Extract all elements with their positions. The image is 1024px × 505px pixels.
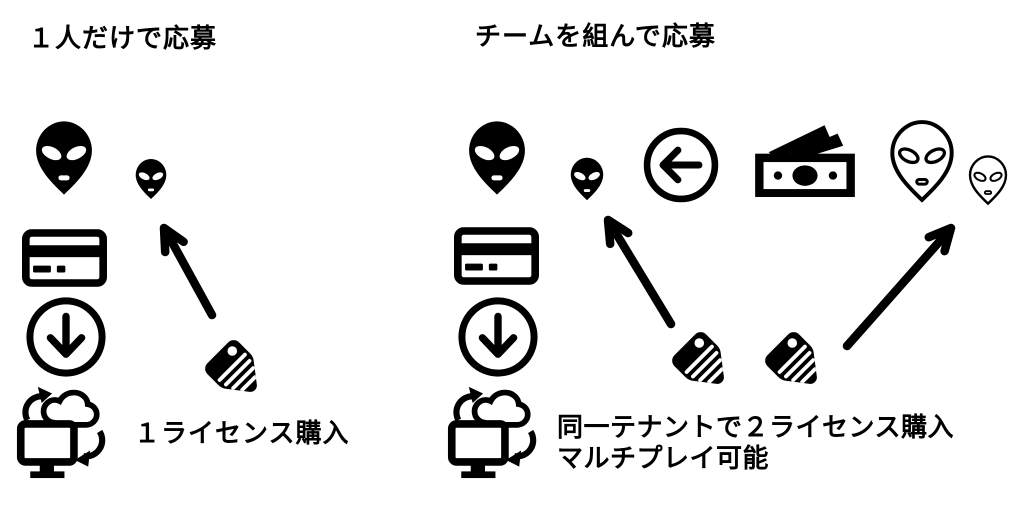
- team-panel-title: チームを組んで応募: [475, 21, 716, 51]
- money-bills-icon: [753, 115, 857, 197]
- computer-cloud-sync-icon: [447, 383, 542, 480]
- alien-large-icon: [466, 118, 528, 198]
- arrow-tag2-to-outline-aliens: [842, 223, 956, 351]
- alien-large-outline-icon: [889, 118, 955, 204]
- arrow-tag1-to-alien: [603, 215, 676, 329]
- solo-panel-title: １人だけで応募: [28, 23, 218, 53]
- computer-cloud-sync-icon: [16, 383, 111, 480]
- credit-card-icon: [454, 227, 539, 285]
- team-caption-line1: 同一テナントで２ライセンス購入: [557, 412, 954, 442]
- arrow-left-circle-icon: [642, 126, 720, 204]
- team-panel: チームを組んで応募 同一テナントで２ライセンス購入 マルチプレイ可能: [440, 0, 1024, 505]
- price-tag-icon: [750, 317, 841, 408]
- solo-panel: １人だけで応募 １ライセンス購入: [0, 0, 440, 505]
- arrow-tag-to-alien: [159, 223, 217, 320]
- alien-large-icon: [33, 118, 95, 198]
- team-caption: 同一テナントで２ライセンス購入 マルチプレイ可能: [557, 412, 954, 474]
- alien-small-outline-icon: [968, 154, 1008, 206]
- solo-caption: １ライセンス購入: [134, 418, 350, 448]
- credit-card-icon: [22, 229, 107, 287]
- download-circle-icon: [25, 296, 107, 378]
- team-caption-line2: マルチプレイ可能: [557, 443, 770, 473]
- alien-small-icon: [569, 155, 605, 203]
- download-circle-icon: [457, 296, 539, 378]
- alien-small-icon: [134, 155, 168, 203]
- price-tag-icon: [190, 325, 281, 416]
